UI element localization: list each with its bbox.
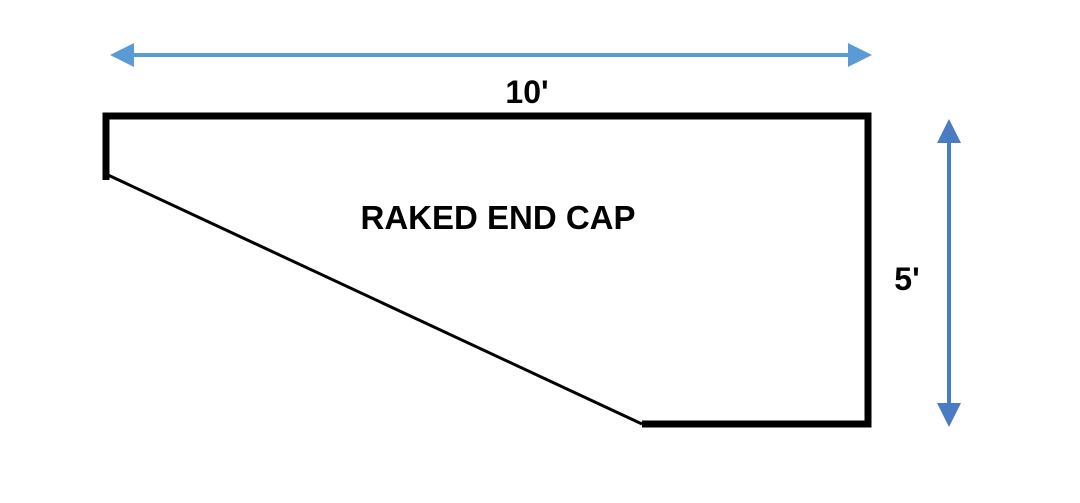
height-label: 5' [894,261,919,297]
arrow-up-icon [937,119,961,143]
shape-outline [102,112,872,428]
height-dimension-arrow [937,119,961,427]
shape-title: RAKED END CAP [360,199,635,236]
arrow-left-icon [110,43,134,67]
raked-end-cap-shape [102,112,872,428]
width-label: 10' [505,74,548,110]
arrow-down-icon [937,403,961,427]
raked-diagonal-edge [107,173,643,426]
width-dimension-arrow [110,43,872,67]
arrow-right-icon [848,43,872,67]
